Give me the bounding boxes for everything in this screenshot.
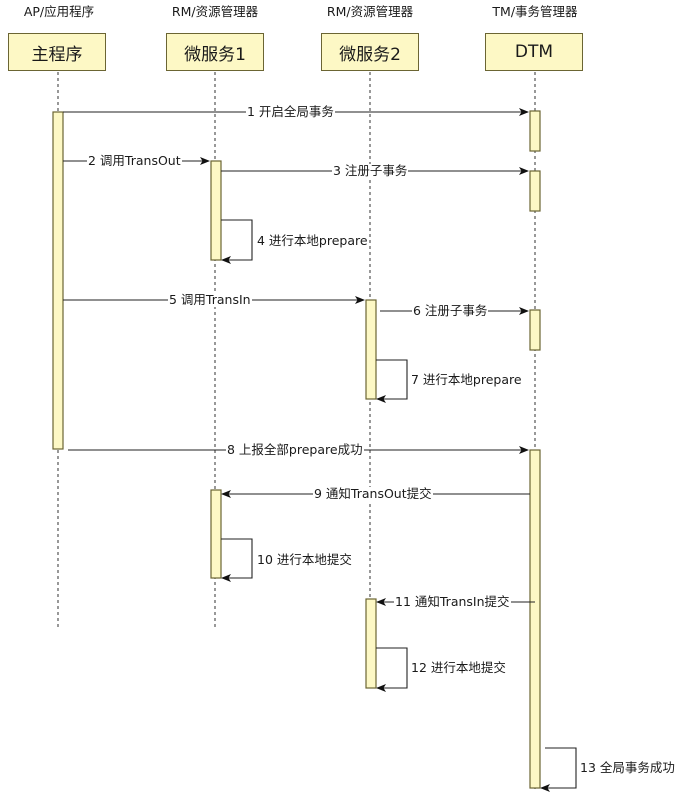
activation-dtm-b (529, 170, 541, 212)
message-label-12: 12 进行本地提交 (410, 660, 507, 675)
message-label-7: 7 进行本地prepare (410, 372, 523, 387)
message-label-3: 3 注册子事务 (332, 163, 409, 178)
message-label-13: 13 全局事务成功 (579, 760, 676, 775)
participant-microservice-2[interactable]: 微服务2 (321, 33, 419, 71)
message-label-9: 9 通知TransOut提交 (313, 486, 433, 501)
activation-ms2-b (365, 598, 377, 689)
message-arrow-12 (376, 647, 408, 692)
role-label-ap: AP/应用程序 (23, 4, 95, 19)
message-arrow-13 (540, 747, 577, 792)
participant-microservice-1[interactable]: 微服务1 (166, 33, 264, 71)
participant-dtm[interactable]: DTM (485, 33, 583, 71)
message-label-5: 5 调用TransIn (168, 292, 252, 307)
activation-ms1-a (210, 160, 222, 261)
message-label-6: 6 注册子事务 (412, 303, 489, 318)
role-label-ms2: RM/资源管理器 (326, 4, 414, 19)
message-label-10: 10 进行本地提交 (256, 552, 353, 567)
message-arrow-4 (221, 219, 253, 264)
activation-dtm-main (529, 449, 541, 789)
message-arrow-7 (376, 359, 408, 403)
message-arrow-10 (221, 538, 253, 582)
participant-main-program[interactable]: 主程序 (8, 33, 106, 71)
message-label-2: 2 调用TransOut (87, 153, 182, 168)
message-label-8: 8 上报全部prepare成功 (226, 442, 364, 457)
activation-ms1-b (210, 489, 222, 579)
message-label-11: 11 通知TransIn提交 (394, 594, 511, 609)
activation-dtm-a (529, 110, 541, 152)
role-label-ms1: RM/资源管理器 (171, 4, 259, 19)
activation-ap (52, 111, 64, 450)
role-label-dtm: TM/事务管理器 (492, 4, 578, 19)
activation-ms2-a (365, 299, 377, 400)
message-label-1: 1 开启全局事务 (246, 104, 335, 119)
activation-dtm-c (529, 309, 541, 351)
message-label-4: 4 进行本地prepare (256, 233, 369, 248)
